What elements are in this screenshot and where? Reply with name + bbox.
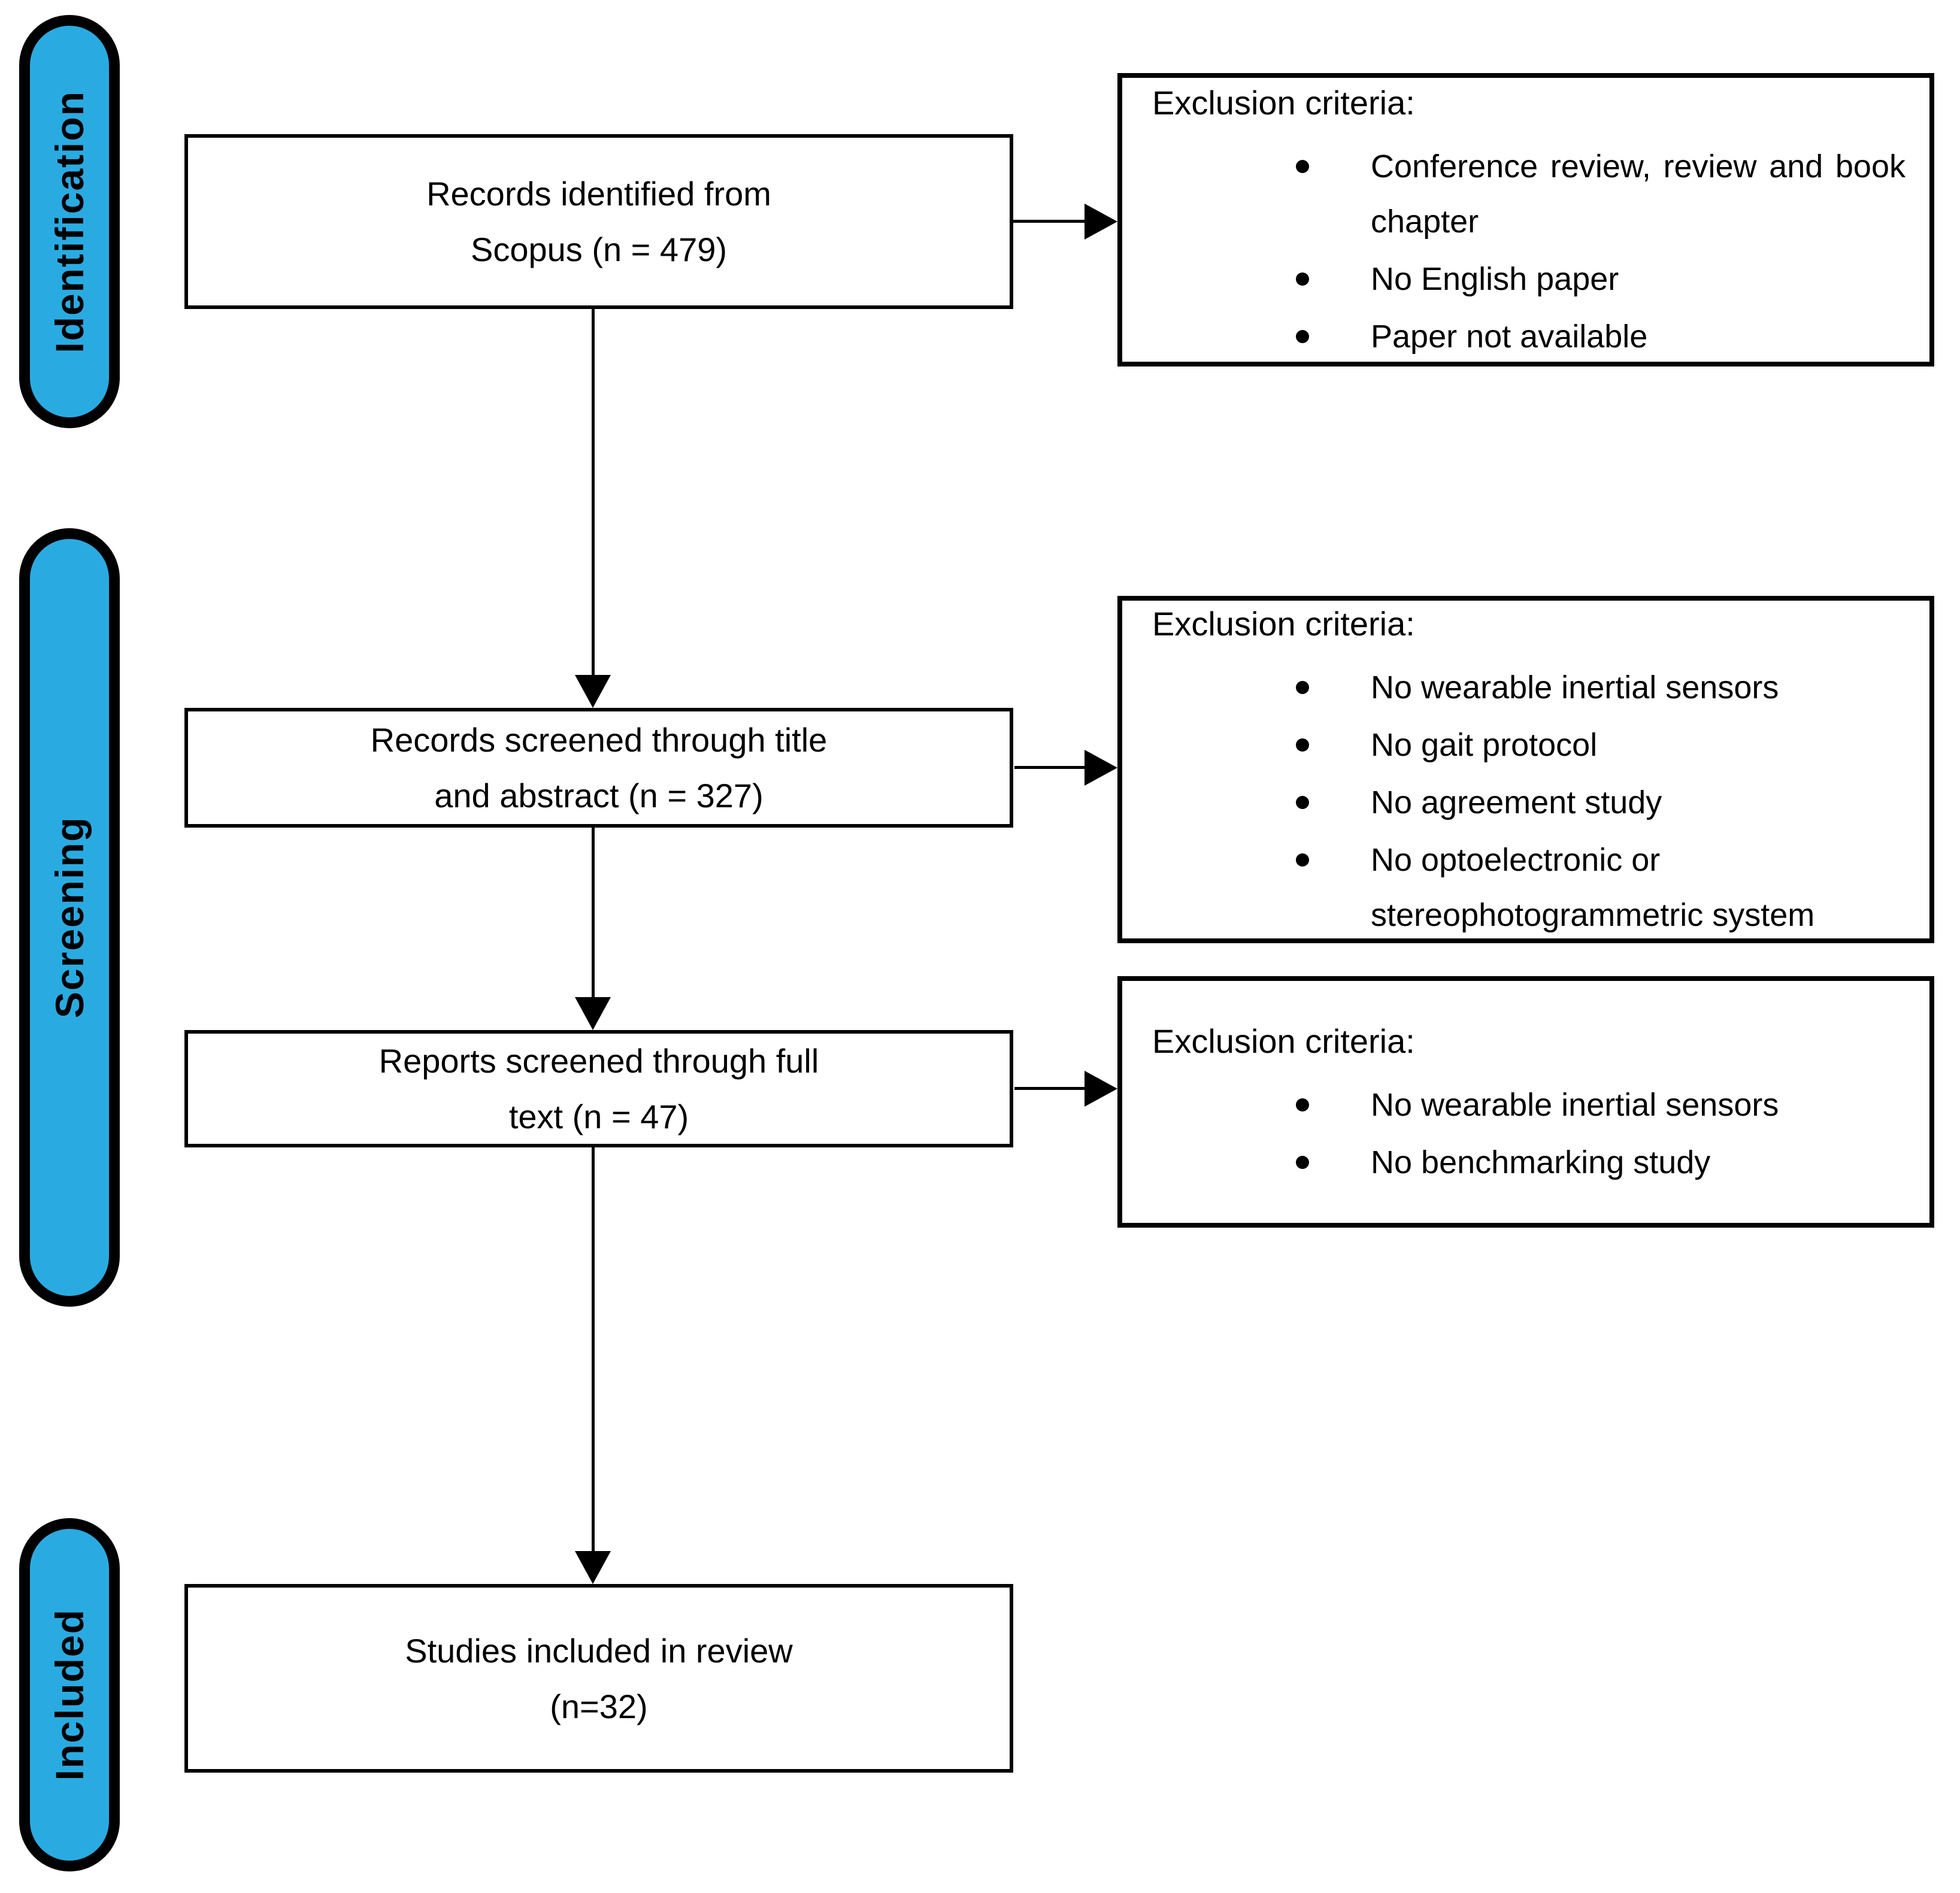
flow-box-records-screened: Records screened through title and abstr… xyxy=(184,708,1013,828)
flow-box-records-identified: Records identified from Scopus (n = 479) xyxy=(184,134,1013,309)
arrow-down-icon xyxy=(575,1551,611,1584)
flow-box-line: Reports screened through full xyxy=(378,1042,819,1080)
flow-box-text: Studies included in review (n=32) xyxy=(405,1623,792,1734)
arrow-right-icon xyxy=(1084,204,1117,240)
arrow-line-screened-to-exclusion xyxy=(1014,766,1086,769)
stage-label-included: Included xyxy=(47,1609,92,1781)
exclusion-list: No wearable inertial sensors No benchmar… xyxy=(1152,1075,1906,1190)
flow-box-studies-included: Studies included in review (n=32) xyxy=(184,1584,1013,1773)
flow-box-text: Records identified from Scopus (n = 479) xyxy=(426,166,771,277)
flow-box-line: (n=32) xyxy=(550,1687,648,1725)
exclusion-bullet: No gait protocol xyxy=(1152,717,1906,773)
exclusion-bullet: No wearable inertial sensors xyxy=(1152,1077,1906,1132)
flow-box-text: Records screened through title and abstr… xyxy=(371,712,828,823)
flow-box-line: Scopus (n = 479) xyxy=(470,231,728,268)
stage-label-identification: Identification xyxy=(47,90,92,353)
exclusion-bullet: No optoelectronic or stereophotogrammetr… xyxy=(1152,832,1906,943)
flow-box-line: and abstract (n = 327) xyxy=(434,777,764,814)
exclusion-heading: Exclusion criteria: xyxy=(1152,1022,1415,1060)
exclusion-box-full-text-screening: Exclusion criteria: No wearable inertial… xyxy=(1117,976,1934,1228)
arrow-down-icon xyxy=(575,997,611,1030)
stage-label-screening: Screening xyxy=(47,816,92,1019)
exclusion-heading: Exclusion criteria: xyxy=(1152,605,1415,643)
exclusion-list: Conference review, review and book chapt… xyxy=(1152,137,1906,364)
exclusion-box-identification: Exclusion criteria: Conference review, r… xyxy=(1117,73,1934,367)
exclusion-bullet: No English paper xyxy=(1152,252,1906,307)
exclusion-bullet: No agreement study xyxy=(1152,775,1906,830)
flow-box-line: Records identified from xyxy=(426,175,771,213)
arrow-down-icon xyxy=(575,675,611,708)
exclusion-bullet: Paper not available xyxy=(1152,309,1906,364)
arrow-right-icon xyxy=(1084,750,1117,786)
arrow-line-reports-to-included xyxy=(592,1147,595,1552)
exclusion-bullet: Conference review, review and book chapt… xyxy=(1152,139,1906,249)
arrow-line-identified-to-exclusion xyxy=(1013,220,1086,223)
stage-pill-screening: Screening xyxy=(19,528,120,1307)
arrow-right-icon xyxy=(1084,1071,1117,1107)
flow-box-line: text (n = 47) xyxy=(508,1098,689,1135)
exclusion-bullet: No wearable inertial sensors xyxy=(1152,660,1906,715)
exclusion-list: No wearable inertial sensors No gait pro… xyxy=(1152,658,1906,943)
arrow-line-screened-to-reports xyxy=(592,828,595,998)
arrow-line-reports-to-exclusion xyxy=(1014,1087,1086,1090)
stage-pill-identification: Identification xyxy=(19,15,120,428)
exclusion-bullet: No benchmarking study xyxy=(1152,1135,1906,1190)
flow-box-line: Studies included in review xyxy=(405,1631,793,1670)
flow-box-line: Records screened through title xyxy=(370,721,828,759)
stage-pill-included: Included xyxy=(19,1518,120,1871)
flow-box-text: Reports screened through full text (n = … xyxy=(379,1033,819,1144)
flow-box-reports-screened: Reports screened through full text (n = … xyxy=(184,1030,1013,1147)
exclusion-box-title-abstract-screening: Exclusion criteria: No wearable inertial… xyxy=(1117,596,1934,943)
exclusion-heading: Exclusion criteria: xyxy=(1152,84,1415,122)
arrow-line-identified-to-screened xyxy=(592,309,595,676)
